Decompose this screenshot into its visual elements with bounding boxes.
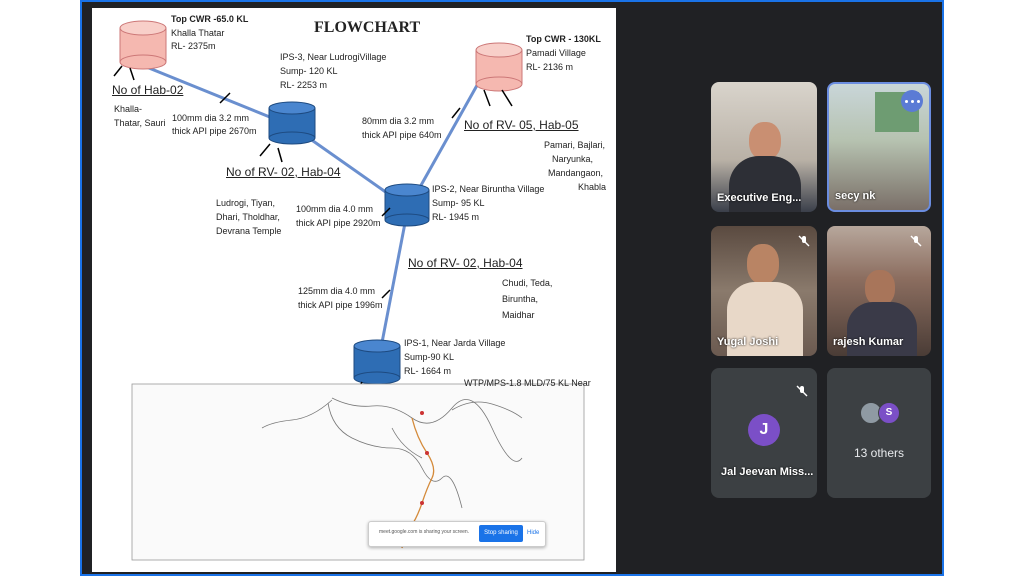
hab-left-label: No of Hab-02 (112, 83, 184, 97)
rv-ips3-v2: Dhari, Tholdhar, (216, 212, 280, 222)
sump-ips1 (353, 339, 401, 385)
rv-right-label: No of RV- 05, Hab-05 (464, 118, 579, 132)
participant-body (847, 302, 917, 356)
flowchart-title: FLOWCHART (314, 19, 421, 36)
participant-body (729, 156, 801, 212)
rv-ips2-v3: Maidhar (502, 310, 535, 320)
pipe-mid-line1: 100mm dia 4.0 mm (296, 204, 374, 214)
others-avatar: S (878, 402, 900, 424)
ips2-line3: RL- 1945 m (432, 212, 480, 222)
shared-screen: FLOWCHART Top CWR -65.0 KL Khalla Thatar… (92, 8, 616, 572)
participant-avatar: J (748, 414, 780, 446)
ips3-line2: Sump- 120 KL (280, 66, 338, 76)
rv-ips3-v1: Ludrogi, Tiyan, (216, 198, 276, 208)
participant-name: Jal Jeevan Miss... (721, 466, 814, 478)
sump-ips2 (384, 183, 430, 227)
participant-body (727, 282, 803, 356)
participant-name: Executive Eng... (717, 192, 802, 204)
hide-button[interactable]: Hide (527, 530, 540, 536)
participant-name: secy nk (835, 190, 876, 202)
rv-right-v4: Khabla (578, 182, 607, 192)
wtp-label: WTP/MPS-1.8 MLD/75 KL Near (464, 378, 591, 388)
pipe-right-line1: 80mm dia 3.2 mm (362, 116, 435, 126)
rv-right-v2: Naryunka, (552, 154, 594, 164)
ips1-line1: IPS-1, Near Jarda Village (404, 338, 506, 348)
participant-tile-jal-jeevan[interactable]: J Jal Jeevan Miss... (711, 368, 817, 498)
mic-off-icon (910, 235, 922, 247)
rv-right-v1: Pamari, Bajlari, (544, 140, 606, 150)
more-options-icon[interactable] (901, 90, 923, 112)
sump-ips3 (268, 101, 316, 145)
pipe-left-line2: thick API pipe 2670m (172, 126, 257, 136)
ips2-line1: IPS-2, Near Biruntha Village (432, 184, 545, 194)
cwr-right-rl: RL- 2136 m (526, 62, 574, 72)
ips2-line2: Sump- 95 KL (432, 198, 485, 208)
ips3-line1: IPS-3, Near LudrogiVillage (280, 52, 387, 62)
others-count: 13 others (853, 446, 905, 460)
share-bar-text: meet.google.com is sharing your screen. (379, 529, 470, 535)
rv-ips2-v2: Biruntha, (502, 294, 539, 304)
pipe-right-line2: thick API pipe 640m (362, 130, 442, 140)
pipe-low-line2: thick API pipe 1996m (298, 300, 383, 310)
participant-name: Yugal Joshi (717, 336, 779, 348)
rv-right-v3: Mandangaon, (548, 168, 604, 178)
ips3-line3: RL- 2253 m (280, 80, 328, 90)
pipe-left-line1: 100mm dia 3.2 mm (172, 113, 250, 123)
participant-video (865, 270, 895, 306)
participant-video (749, 122, 781, 160)
rv-ips3-v3: Devrana Temple (216, 226, 282, 236)
cwr-left-village: Khalla Thatar (171, 28, 225, 38)
rv-ips2-v1: Chudi, Teda, (502, 278, 553, 288)
mic-off-icon (798, 235, 810, 247)
screen-share-bar: meet.google.com is sharing your screen. … (368, 521, 546, 547)
hab-left-villages-1: Khalla- (114, 104, 143, 114)
participant-video (747, 244, 779, 284)
cwr-left-title: Top CWR -65.0 KL (171, 14, 249, 24)
cwr-tank-right (475, 42, 523, 92)
pipe-mid-line2: thick API pipe 2920m (296, 218, 381, 228)
pipe-low-line1: 125mm dia 4.0 mm (298, 286, 376, 296)
mic-off-icon (796, 385, 808, 397)
rv-ips2-label: No of RV- 02, Hab-04 (408, 256, 523, 270)
cwr-right-village: Pamadi Village (526, 48, 586, 58)
rv-ips3-label: No of RV- 02, Hab-04 (226, 165, 341, 179)
ips1-line3: RL- 1664 m (404, 366, 452, 376)
participant-tile-executive[interactable]: Executive Eng... (711, 82, 817, 212)
cwr-tank-left (119, 20, 167, 70)
participant-tile-secy[interactable]: secy nk (827, 82, 931, 212)
participant-name: rajesh Kumar (833, 336, 904, 348)
participant-tile-yugal[interactable]: Yugal Joshi (711, 226, 817, 356)
hab-left-villages-2: Thatar, Sauri (114, 118, 166, 128)
ips1-line2: Sump-90 KL (404, 352, 455, 362)
others-tile[interactable]: S 13 others (827, 368, 931, 498)
cwr-right-title: Top CWR - 130KL (526, 34, 601, 44)
stop-sharing-button[interactable]: Stop sharing (479, 525, 523, 542)
participant-tile-rajesh[interactable]: rajesh Kumar (827, 226, 931, 356)
cwr-left-rl: RL- 2375m (171, 41, 216, 51)
